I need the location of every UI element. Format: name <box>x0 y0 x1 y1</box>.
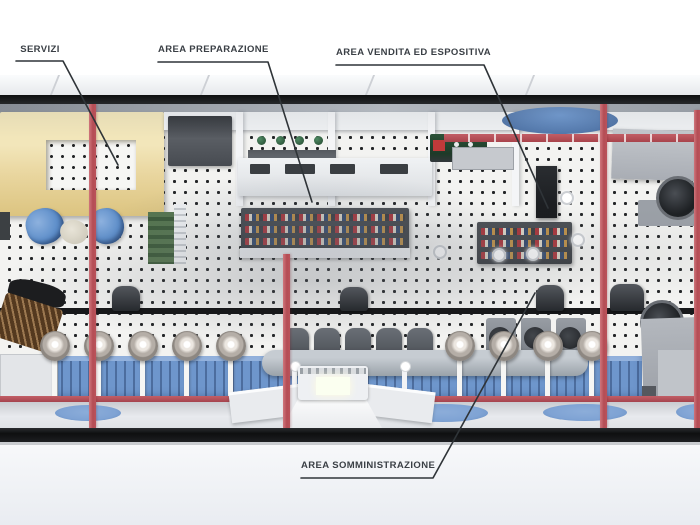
cooktop-burner <box>295 136 304 145</box>
shelf-products <box>245 226 405 233</box>
stool-stem <box>184 357 189 401</box>
stool-stem <box>457 357 462 401</box>
bar-stool <box>533 331 563 402</box>
red-frame-column <box>694 110 700 428</box>
stool-stem <box>52 357 57 401</box>
roof-seam <box>364 75 376 95</box>
stool-stem <box>545 357 550 401</box>
pendant-lamp <box>560 191 574 205</box>
cooktop-burner <box>314 136 323 145</box>
page-background-lower <box>0 445 700 525</box>
label-area-vendita: AREA VENDITA ED ESPOSITIVA <box>336 47 491 58</box>
bar-machine <box>112 286 140 311</box>
register-screen <box>316 377 350 395</box>
counter-appliance <box>250 164 270 174</box>
bar-stool <box>40 331 70 402</box>
retail-shelf <box>477 222 572 264</box>
under-counter-fridge <box>452 147 514 170</box>
stool-seat <box>445 331 475 361</box>
bar-machine <box>340 287 368 311</box>
stool-seat <box>172 331 202 361</box>
shelf-products <box>481 240 568 247</box>
servizi-door <box>0 212 10 240</box>
roof-seam <box>49 75 61 95</box>
label-area-somministrazione: AREA SOMMINISTRAZIONE <box>301 460 436 471</box>
bar-stool <box>445 331 475 402</box>
bar-machine <box>610 284 644 311</box>
roof-seam <box>524 75 536 95</box>
pendant-lamp <box>526 247 540 261</box>
bar-stool <box>216 331 246 402</box>
bottom-frame-edge <box>0 442 700 445</box>
label-area-somministrazione-text: AREA SOMMINISTRAZIONE <box>301 460 436 471</box>
stool-seat <box>40 331 70 361</box>
counter-appliance <box>285 164 315 174</box>
top-wall-frame <box>0 95 700 104</box>
red-frame-column <box>89 104 96 428</box>
label-area-preparazione: AREA PREPARAZIONE <box>158 44 268 55</box>
retail-shelf <box>241 208 409 250</box>
wire-rack <box>174 204 186 264</box>
roof-seam <box>199 75 211 95</box>
shelf-products <box>481 228 568 235</box>
red-frame-column <box>600 104 607 428</box>
stool-stem <box>501 357 506 401</box>
stool-stem <box>228 357 233 401</box>
plant-shelf <box>148 212 174 264</box>
label-servizi: SERVIZI <box>16 44 64 55</box>
floor-plan-interior <box>0 104 700 428</box>
cooktop-burner <box>257 136 266 145</box>
counter-appliance <box>380 164 408 174</box>
cash-register <box>298 366 368 400</box>
stool-seat <box>489 331 519 361</box>
red-frame-beam <box>444 134 700 142</box>
stool-stem <box>589 357 594 401</box>
stool-stem <box>96 357 101 401</box>
bar-stool <box>128 331 158 402</box>
pendant-lamp <box>571 233 585 247</box>
stool-stem <box>140 357 145 401</box>
display-case <box>536 166 557 218</box>
roof-edge <box>0 75 700 95</box>
shelf-products <box>481 252 568 259</box>
bar-stool <box>172 331 202 402</box>
pendant-lamp <box>433 245 447 259</box>
kitchen-equipment-block <box>168 116 232 166</box>
counter-appliance <box>330 164 355 174</box>
red-frame-column <box>283 254 290 428</box>
blue-rug <box>55 405 121 421</box>
shelf-products <box>245 214 405 221</box>
label-area-preparazione-text: AREA PREPARAZIONE <box>158 44 269 55</box>
cooktop-burner <box>276 136 285 145</box>
stool-seat <box>533 331 563 361</box>
shelf-ledge <box>240 248 410 258</box>
blue-rug <box>543 404 627 421</box>
label-servizi-text: SERVIZI <box>20 44 60 55</box>
bottom-wall-frame <box>0 428 700 442</box>
pendant-lamp <box>492 248 506 262</box>
bar-stool <box>489 331 519 402</box>
shelf-products <box>245 238 405 245</box>
bar-machine <box>536 285 564 311</box>
label-area-vendita-text: AREA VENDITA ED ESPOSITIVA <box>336 47 492 58</box>
stool-seat <box>128 331 158 361</box>
stool-seat <box>216 331 246 361</box>
